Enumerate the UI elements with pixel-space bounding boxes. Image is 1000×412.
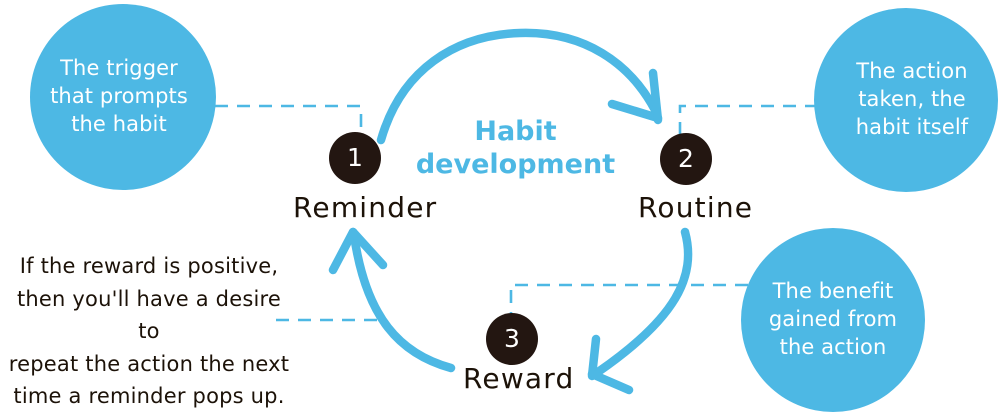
callout-text-action: The action taken, the habit itself — [855, 59, 969, 139]
arrow-reward-to-reminder — [328, 227, 456, 373]
arrow-reminder-to-routine — [376, 28, 663, 145]
callout-circle-action[interactable]: The action taken, the habit itself — [814, 8, 998, 192]
node-label-reward: Reward — [463, 362, 575, 395]
node-badge-1[interactable]: 1 — [329, 132, 381, 184]
callout-circle-benefit[interactable]: The benefit gained from the action — [741, 228, 925, 412]
arrow-routine-to-reward — [587, 227, 693, 395]
dashed-connector-benefit — [509, 283, 748, 315]
note-reward-text: If the reward is positive, then you'll h… — [8, 254, 290, 409]
callout-text-trigger: The trigger that prompts the habit — [50, 56, 188, 136]
callout-circle-trigger[interactable]: The trigger that prompts the habit — [30, 4, 216, 190]
node-label-reminder: Reminder — [293, 191, 438, 224]
node-label-routine: Routine — [638, 191, 754, 224]
dashed-connector-trigger — [215, 104, 363, 134]
callout-text-benefit: The benefit gained from the action — [768, 279, 898, 359]
node-number-3: 3 — [504, 323, 520, 353]
node-number-2: 2 — [678, 143, 694, 173]
node-number-1: 1 — [347, 142, 363, 172]
node-badge-3[interactable]: 3 — [486, 313, 538, 365]
diagram-title: Habit development — [415, 116, 616, 180]
node-badge-2[interactable]: 2 — [660, 133, 712, 185]
dashed-connector-action — [678, 104, 818, 134]
